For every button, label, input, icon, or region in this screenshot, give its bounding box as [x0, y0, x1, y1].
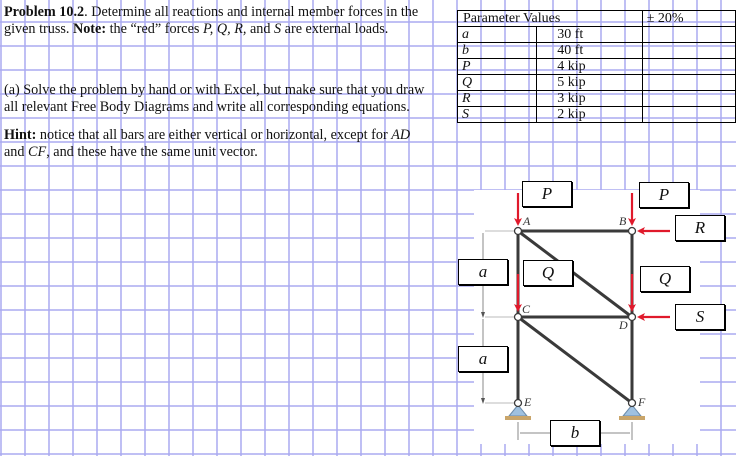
problem-statement-line1: Problem 10.2. Determine all reactions an… — [4, 4, 418, 20]
hint-text: and — [4, 144, 29, 160]
pin-support-e — [505, 404, 531, 420]
member-cf: CF — [28, 144, 47, 160]
problem-text: . Determine all reactions and internal m… — [84, 4, 419, 20]
forces-list: P, Q, R, — [202, 21, 247, 37]
table-row: P 4 kip — [456, 58, 736, 75]
table-header-row: Parameter Values ± 20% — [457, 10, 736, 27]
load-label-q-left[interactable]: Q — [523, 260, 573, 286]
truss-members — [516, 229, 634, 405]
load-label-p-right[interactable]: P — [639, 182, 689, 208]
hint-text: , and these have the same unit vector. — [46, 144, 258, 160]
table-row: R 3 kip — [456, 90, 736, 107]
problem-text: are external loads. — [281, 21, 389, 37]
node-label-c: C — [522, 302, 531, 316]
node-label-d: D — [619, 318, 628, 332]
param-value[interactable]: 30 ft — [536, 26, 643, 43]
load-label-p-left[interactable]: P — [522, 181, 572, 207]
problem-text: and — [246, 21, 275, 37]
problem-text: the “red” forces — [106, 21, 203, 37]
param-value[interactable]: 2 kip — [536, 106, 643, 123]
hint-line1: Hint: notice that all bars are either ve… — [4, 127, 410, 143]
node-label-f: F — [638, 395, 646, 409]
parameter-table: Parameter Values ± 20% a 30 ft b 40 ft P… — [456, 10, 736, 123]
dimension-label-a-top[interactable]: a — [458, 259, 508, 285]
hint-text: notice that all bars are either vertical… — [36, 127, 392, 143]
part-a-line1: (a) Solve the problem by hand or with Ex… — [4, 82, 425, 98]
parameter-values-header: Parameter Values — [457, 10, 643, 27]
hint-line2: and CF, and these have the same unit vec… — [4, 144, 258, 160]
problem-statement-line2: given truss. Note: the “red” forces P, Q… — [4, 21, 388, 37]
truss-joints — [513, 226, 637, 408]
load-arrows — [514, 193, 670, 321]
member-ad: AD — [391, 127, 411, 143]
table-row: S 2 kip — [456, 106, 736, 123]
table-row: a 30 ft — [456, 26, 736, 43]
load-label-r[interactable]: R — [675, 215, 725, 241]
force-s: S — [274, 21, 282, 37]
node-label-a: A — [523, 214, 531, 228]
note-label: Note: — [72, 21, 107, 37]
hint-label: Hint: — [4, 127, 37, 143]
param-value[interactable]: 5 kip — [536, 74, 643, 91]
param-tolerance[interactable] — [641, 106, 736, 123]
dimension-label-b[interactable]: b — [550, 420, 600, 446]
problem-text: given truss. — [4, 21, 73, 37]
problem-number: Problem 10.2 — [4, 4, 85, 20]
node-label-e: E — [524, 395, 532, 409]
dimension-label-a-bottom[interactable]: a — [458, 346, 508, 372]
load-label-q-right[interactable]: Q — [640, 266, 690, 292]
load-label-s[interactable]: S — [675, 304, 725, 330]
param-symbol: S — [456, 106, 538, 123]
part-a-line2: all relevant Free Body Diagrams and writ… — [4, 99, 410, 115]
param-value[interactable]: 4 kip — [536, 58, 643, 75]
pin-support-f — [619, 404, 645, 420]
node-label-b: B — [619, 214, 627, 228]
